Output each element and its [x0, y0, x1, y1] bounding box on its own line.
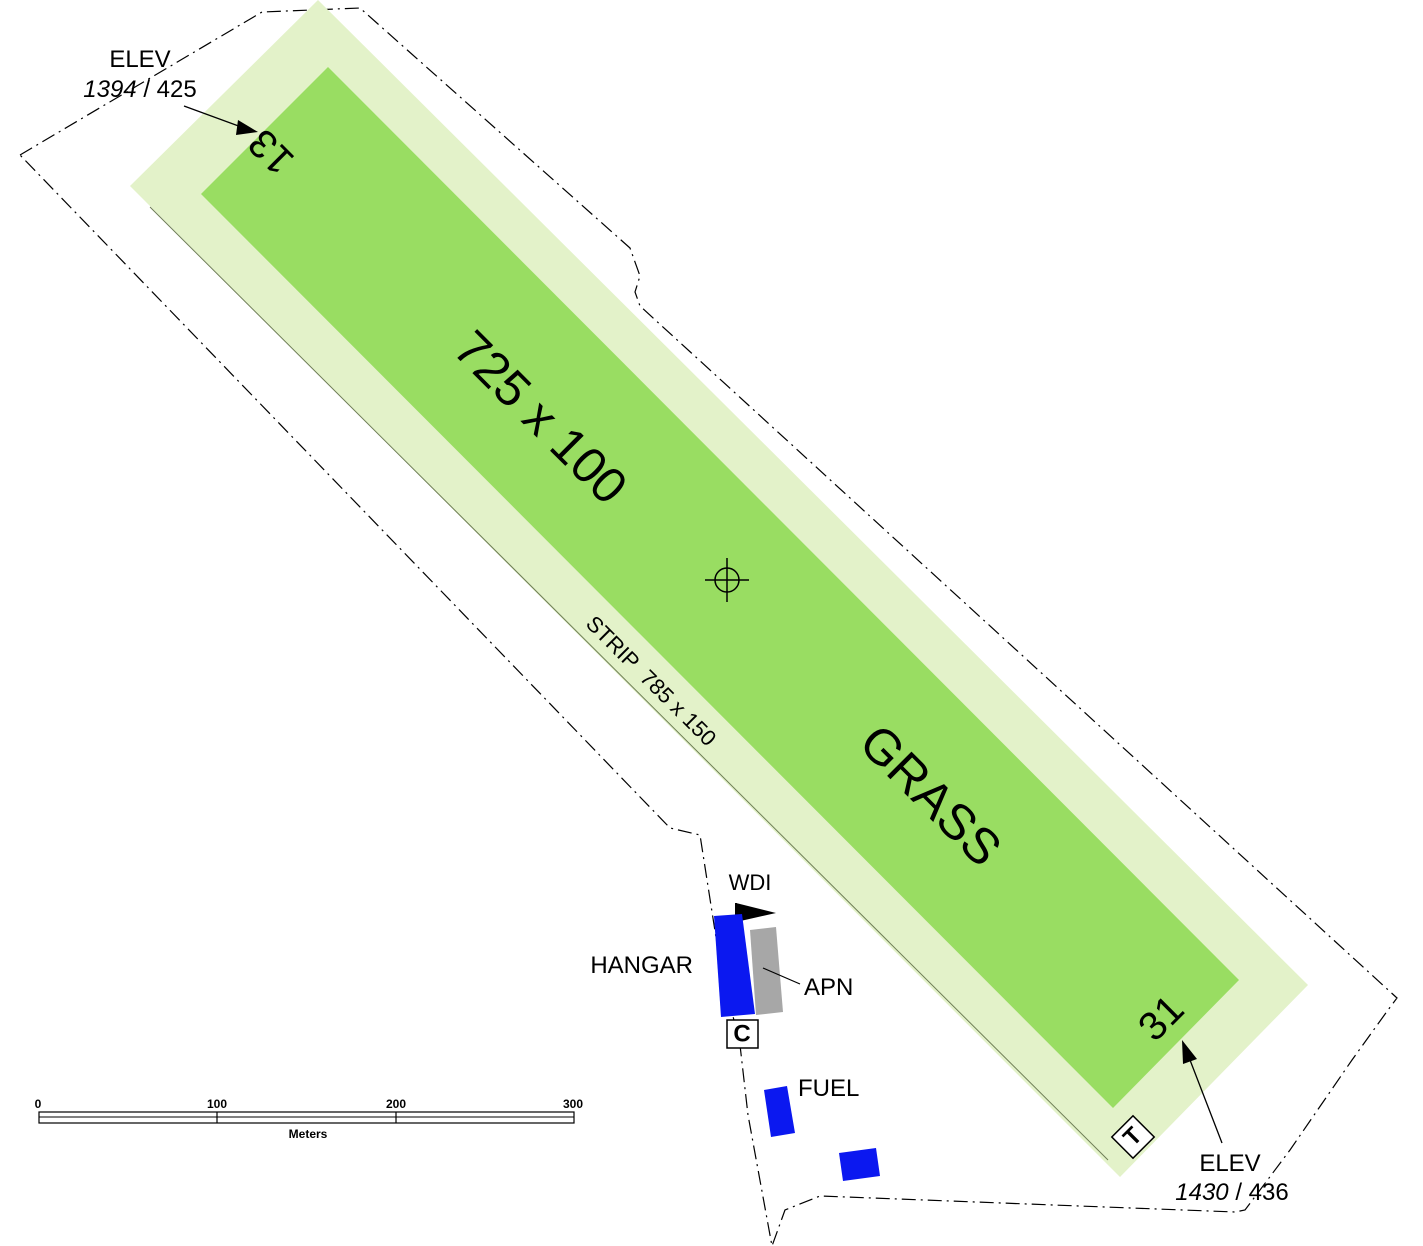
fuel-facility: [764, 1086, 795, 1137]
elev-south-m: 436: [1249, 1179, 1289, 1206]
hangar-building: [714, 914, 755, 1017]
fuel-label: FUEL: [798, 1075, 859, 1102]
t-marker-icon: T: [1110, 1114, 1156, 1160]
scale-tick-200: 200: [386, 1097, 406, 1111]
elev-north-m: 425: [157, 76, 197, 103]
elev-north-title: ELEV: [109, 46, 170, 73]
elev-north-arrow-icon: [183, 105, 258, 135]
building: [839, 1148, 880, 1181]
scale-unit: Meters: [289, 1127, 328, 1141]
c-marker-icon: C: [726, 1019, 759, 1049]
elev-south-title: ELEV: [1199, 1150, 1260, 1177]
elev-north-ft: 1394: [83, 76, 136, 103]
scale-tick-300: 300: [563, 1097, 583, 1111]
scale-tick-100: 100: [207, 1097, 227, 1111]
scale-tick-0: 0: [35, 1097, 42, 1111]
scale-bar: 0 100 200 300 Meters: [35, 1097, 584, 1141]
elev-south-ft: 1430: [1175, 1179, 1229, 1206]
c-marker-label: C: [733, 1020, 750, 1047]
elev-north-separator: /: [137, 76, 157, 103]
runway-edge-line: [149, 206, 1109, 1161]
aerodrome-reference-point-icon: [705, 558, 749, 602]
apron: [750, 927, 783, 1015]
elev-south-arrow-icon: [1182, 1040, 1223, 1144]
runway: [201, 67, 1239, 1108]
apron-label: APN: [804, 974, 853, 1001]
hangar-label: HANGAR: [590, 952, 693, 979]
wdi-label: WDI: [729, 870, 772, 895]
apron-leader-line: [762, 967, 801, 985]
elev-south-values: 1430 / 436: [1175, 1179, 1288, 1206]
elev-south-separator: /: [1229, 1179, 1249, 1206]
elev-north-values: 1394 / 425: [83, 76, 196, 103]
